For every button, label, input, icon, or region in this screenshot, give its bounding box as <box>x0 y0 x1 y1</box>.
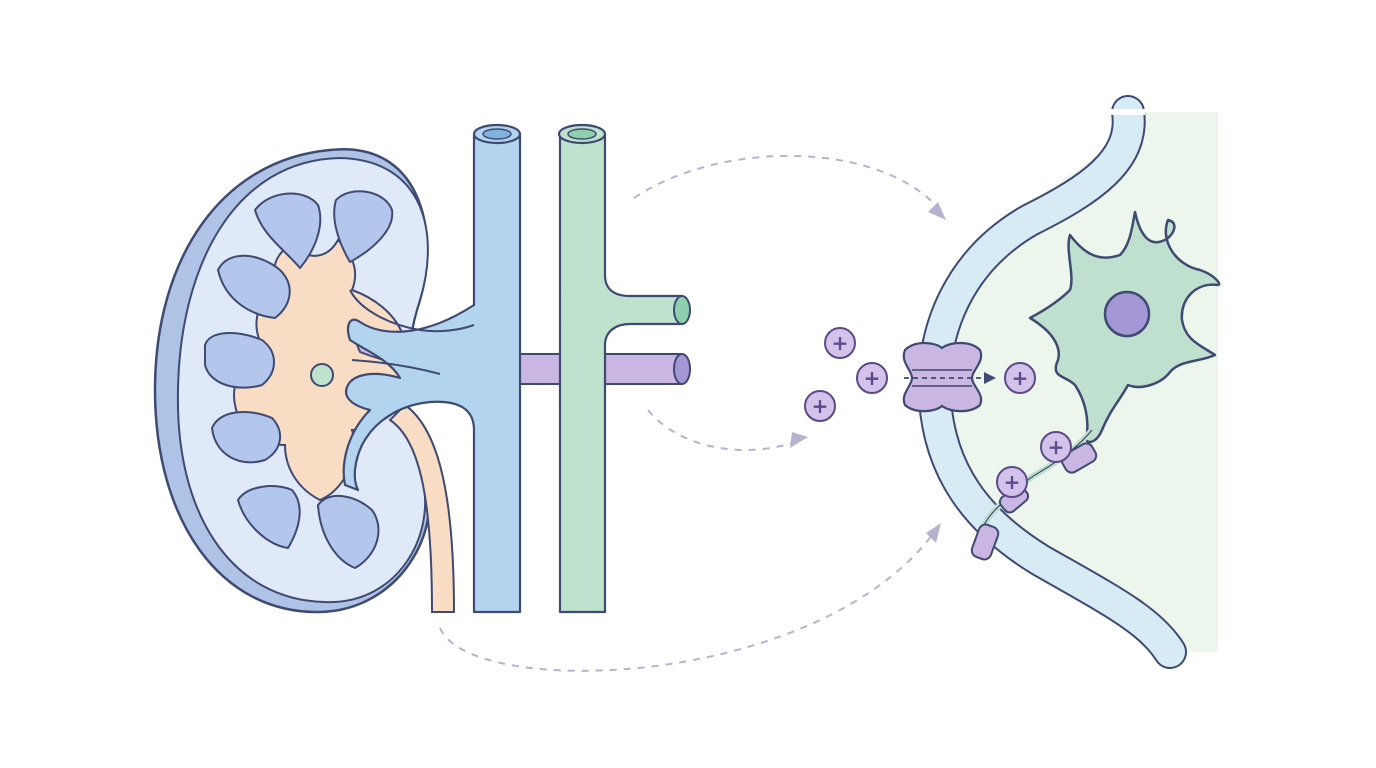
arrow-head-top <box>928 202 946 220</box>
receptor-3 <box>970 523 1000 561</box>
blue-vessel-lumen <box>482 128 512 140</box>
ion-channel <box>902 341 996 413</box>
cation-ion-1: + <box>824 327 856 359</box>
cation-ion-6: + <box>996 466 1028 498</box>
green-branch-end <box>673 295 691 325</box>
purple-tube-end <box>673 353 691 385</box>
cation-ion-circle <box>856 362 888 394</box>
cation-ion-2: + <box>856 362 888 394</box>
pyramid-3 <box>217 254 291 319</box>
cation-ion-4: + <box>1004 362 1036 394</box>
ureter <box>388 403 456 613</box>
cation-plus-sign: + <box>864 366 881 390</box>
pyramid-4 <box>204 332 275 389</box>
blue-branch-upper <box>349 289 475 333</box>
ions: + + + + + + <box>804 327 1072 498</box>
pyramid-1 <box>254 192 322 269</box>
cation-ion-circle <box>1004 362 1036 394</box>
blue-branch-mid <box>351 359 441 375</box>
arrow-head-middle <box>790 432 808 448</box>
pyramid-5 <box>211 411 281 464</box>
cell-nucleus <box>1103 290 1151 338</box>
flow-arrows <box>439 154 941 672</box>
cation-plus-sign: + <box>1012 366 1029 390</box>
receptor-1 <box>1060 442 1098 474</box>
cation-ion-circle <box>824 327 856 359</box>
brain-tissue-region <box>917 95 1221 669</box>
cation-plus-sign: + <box>1048 435 1065 459</box>
cation-plus-sign: + <box>1004 470 1021 494</box>
arrow-heads <box>790 202 946 543</box>
renal-pyramids <box>204 190 394 569</box>
pyramid-2 <box>333 190 394 263</box>
cation-ion-circle <box>996 466 1028 498</box>
arrow-head-bottom <box>926 523 941 543</box>
arrow-middle <box>647 409 801 451</box>
arrow-bottom <box>439 529 937 672</box>
pelvis-center-marker <box>310 363 334 387</box>
blue-vessel <box>342 123 522 614</box>
pyramid-6 <box>237 485 301 549</box>
cation-ion-circle <box>1040 431 1072 463</box>
arrow-top <box>633 154 941 211</box>
green-vessel-lumen <box>567 128 597 140</box>
cation-ion-5: + <box>1040 431 1072 463</box>
green-vessel <box>557 123 691 614</box>
pyramid-7 <box>317 494 380 569</box>
channel-flow-arrowhead <box>984 372 996 384</box>
cation-ion-circle <box>804 390 836 422</box>
cation-ion-3: + <box>804 390 836 422</box>
channel-protein <box>902 341 983 413</box>
kidney <box>153 148 456 614</box>
blue-vessel-body <box>342 132 522 614</box>
cation-plus-sign: + <box>812 394 829 418</box>
cation-plus-sign: + <box>832 331 849 355</box>
